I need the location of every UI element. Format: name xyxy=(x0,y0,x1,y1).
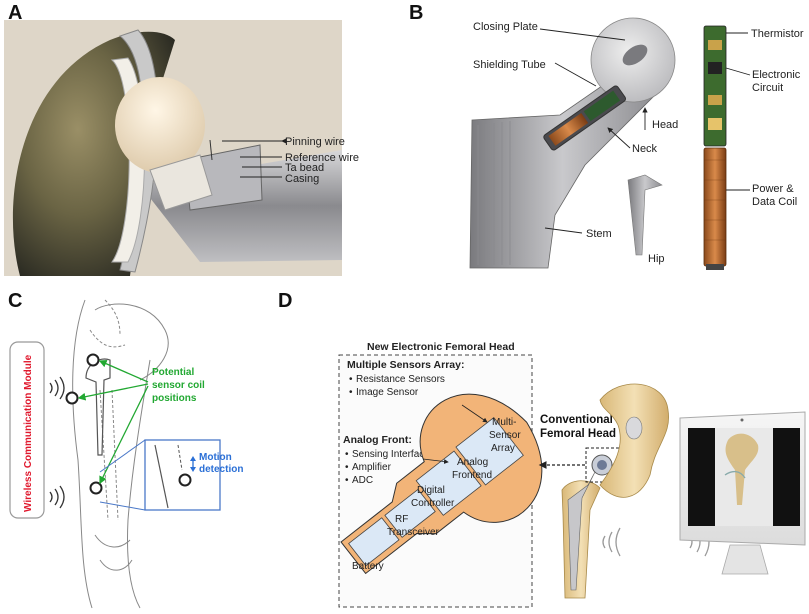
computer-monitor xyxy=(679,411,806,575)
panel-label-a: A xyxy=(8,2,23,24)
label-multi-sensor-title: Multiple Sensors Array: xyxy=(347,359,464,371)
sensor-coil-position-3 xyxy=(89,481,103,495)
label-electronic-line2: Circuit xyxy=(752,82,783,94)
implant-outline xyxy=(85,358,111,456)
panel-label-c: C xyxy=(8,290,23,312)
electronic-head-chip xyxy=(340,393,543,575)
bullet-amplifier: • xyxy=(345,462,349,473)
label-wireless-module: Wireless Communication Module xyxy=(23,354,34,512)
wireless-module xyxy=(9,341,45,519)
label-neck: Neck xyxy=(632,143,658,155)
sensor-coil-position-2 xyxy=(65,391,79,405)
block-battery: Battery xyxy=(352,561,384,572)
label-reference-wire: Reference wire xyxy=(285,152,359,164)
label-sensing-interface: Sensing Interface xyxy=(352,449,430,460)
pelvis-bone xyxy=(599,383,669,498)
block-analog-2: Frontend xyxy=(452,470,492,481)
panel-label-d: D xyxy=(278,290,293,312)
wireless-wave-icon xyxy=(49,485,65,509)
label-hip: Hip xyxy=(648,253,665,265)
bullet-image: • xyxy=(349,387,353,398)
label-motion-1: Motion xyxy=(199,452,232,463)
bullet-resistance: • xyxy=(349,374,353,385)
block-digital-2: Controller xyxy=(411,498,455,509)
implant-stem-d xyxy=(567,469,597,591)
label-pinning-wire: Pinning wire xyxy=(285,136,345,148)
panel-label-b: B xyxy=(409,2,424,24)
label-power-line2: Data Coil xyxy=(752,196,797,208)
label-electronic-line1: Electronic xyxy=(752,69,801,81)
sensor-coil-zoom xyxy=(178,473,192,487)
block-analog-1: Analog xyxy=(457,457,488,468)
block-rf-2: Transceiver xyxy=(387,527,440,538)
label-conventional-2: Femoral Head xyxy=(540,428,616,440)
panel-d: New Electronic Femoral Head Multiple Sen… xyxy=(338,341,806,608)
label-stem: Stem xyxy=(586,228,612,240)
sensor-coil-position-1 xyxy=(86,353,100,367)
block-multi-2: Sensor xyxy=(489,430,521,441)
block-digital-1: Digital xyxy=(417,485,445,496)
label-head: Head xyxy=(652,119,678,131)
label-thermistor: Thermistor xyxy=(751,28,804,40)
panel-a: Pinning wire Reference wire Ta bead Casi… xyxy=(4,20,359,276)
femoral-head-ball xyxy=(115,77,205,173)
label-closing-plate: Closing Plate xyxy=(473,21,538,33)
block-multi-1: Multi- xyxy=(492,417,516,428)
wireless-wave-icon xyxy=(49,376,65,400)
stem-body xyxy=(469,69,656,269)
label-power-line1: Power & xyxy=(752,183,794,195)
screen-xray-image xyxy=(725,433,759,505)
label-casing: Casing xyxy=(285,173,319,185)
label-resistance-sensors: Resistance Sensors xyxy=(356,374,445,385)
block-rf-1: RF xyxy=(395,514,408,525)
power-data-coil xyxy=(703,147,727,267)
leg-sketch xyxy=(72,299,169,609)
hip-implant-small xyxy=(627,174,663,256)
label-conventional-1: Conventional xyxy=(540,414,613,426)
label-ta-bead: Ta bead xyxy=(285,162,324,174)
monitor-stand xyxy=(721,544,769,575)
label-image-sensor: Image Sensor xyxy=(356,387,419,398)
bullet-adc: • xyxy=(345,475,349,486)
label-potential-1: Potential xyxy=(152,367,194,378)
label-motion-2: detection xyxy=(199,464,243,475)
bullet-sensing: • xyxy=(345,449,349,460)
block-multi-3: Array xyxy=(491,443,515,454)
label-potential-3: positions xyxy=(152,393,197,404)
panel-b: Closing Plate Shielding Tube Head Neck S… xyxy=(469,17,804,270)
label-shielding-tube: Shielding Tube xyxy=(473,59,546,71)
label-amplifier: Amplifier xyxy=(352,462,392,473)
label-new-femoral-head: New Electronic Femoral Head xyxy=(367,341,515,353)
label-adc: ADC xyxy=(352,475,373,486)
electronic-board xyxy=(703,25,727,147)
label-analog-title: Analog Front: xyxy=(343,434,412,446)
panel-c: Wireless Communication Module xyxy=(9,299,243,609)
label-potential-2: sensor coil xyxy=(152,380,205,391)
